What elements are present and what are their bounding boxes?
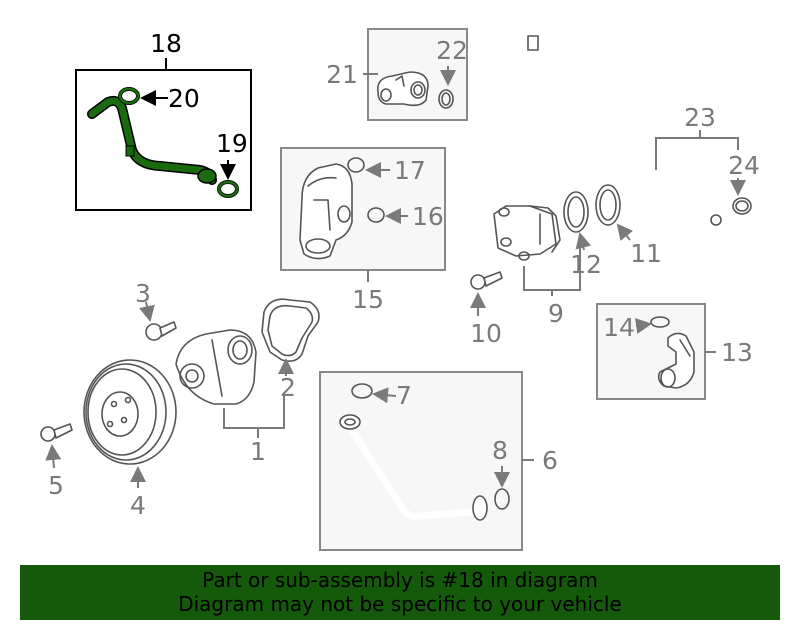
- banner-line-2: Diagram may not be specific to your vehi…: [178, 592, 622, 616]
- oring-22[interactable]: [438, 89, 454, 109]
- leader-12: [575, 232, 592, 251]
- thermostat-housing-15[interactable]: [299, 163, 353, 260]
- bolt-5[interactable]: [40, 423, 73, 442]
- callout-24: 24: [728, 151, 760, 180]
- banner-line-1: Part or sub-assembly is #18 in diagram: [202, 568, 598, 592]
- gasket-2[interactable]: [261, 298, 320, 362]
- callout-9: 9: [548, 299, 564, 328]
- callout-12: 12: [570, 250, 602, 279]
- bolt-10[interactable]: [470, 271, 503, 290]
- callout-15: 15: [352, 285, 384, 314]
- hose-connector-13[interactable]: [657, 332, 695, 389]
- callout-14: 14: [603, 313, 635, 342]
- group-18-outlet-pipe[interactable]: [75, 58, 252, 211]
- callout-13: 13: [721, 338, 753, 367]
- coolant-pipe-6[interactable]: [339, 414, 488, 521]
- info-banner: Part or sub-assembly is #18 in diagram D…: [20, 565, 780, 620]
- leader-5: [45, 444, 62, 469]
- callout-10: 10: [470, 319, 502, 348]
- group-23-tube[interactable]: [527, 35, 752, 226]
- gasket-11[interactable]: [595, 184, 621, 226]
- group-1-water-pump[interactable]: [139, 298, 320, 438]
- group-9-thermostat[interactable]: [470, 184, 633, 316]
- leader-1: [223, 396, 285, 429]
- callout-23: 23: [684, 103, 716, 132]
- callout-21: 21: [326, 60, 358, 89]
- water-pump-1[interactable]: [175, 329, 257, 405]
- callout-3: 3: [135, 279, 151, 308]
- group-13-connector[interactable]: [596, 303, 716, 400]
- bolt-3[interactable]: [145, 321, 177, 341]
- leader-3: [139, 301, 155, 322]
- oring-17[interactable]: [347, 157, 365, 173]
- leader-23: [655, 137, 739, 170]
- group-6-pipe[interactable]: [319, 371, 534, 551]
- callout-17: 17: [394, 156, 426, 185]
- callout-7: 7: [396, 381, 412, 410]
- leader-7: [372, 387, 397, 404]
- callout-18: 18: [150, 29, 182, 58]
- leader-14: [635, 318, 652, 334]
- housing-21[interactable]: [376, 71, 429, 107]
- box-18: [75, 69, 252, 211]
- group-15-thermostat[interactable]: [280, 147, 446, 282]
- callout-6: 6: [542, 446, 558, 475]
- callout-16: 16: [412, 202, 444, 231]
- seal-24[interactable]: [732, 197, 752, 215]
- gasket-12[interactable]: [563, 191, 589, 233]
- callout-20: 20: [168, 84, 200, 113]
- callout-2: 2: [280, 373, 296, 402]
- pulley-4[interactable]: [83, 359, 177, 465]
- group-21-housing[interactable]: [363, 28, 468, 121]
- oring-16[interactable]: [367, 207, 385, 223]
- leader-11: [616, 223, 633, 241]
- callout-8: 8: [492, 436, 508, 465]
- callout-19: 19: [216, 129, 248, 158]
- group-4-pulley[interactable]: [40, 359, 177, 488]
- coolant-pipe-18-highlighted[interactable]: [87, 95, 217, 185]
- thermostat-9[interactable]: [493, 205, 561, 261]
- callout-22: 22: [436, 36, 468, 65]
- oring-8[interactable]: [494, 488, 510, 510]
- callout-1: 1: [250, 437, 266, 466]
- box-6: [319, 371, 523, 551]
- callout-5: 5: [48, 471, 64, 500]
- callout-4: 4: [130, 491, 146, 520]
- oring-7[interactable]: [351, 383, 373, 399]
- callout-11: 11: [630, 239, 662, 268]
